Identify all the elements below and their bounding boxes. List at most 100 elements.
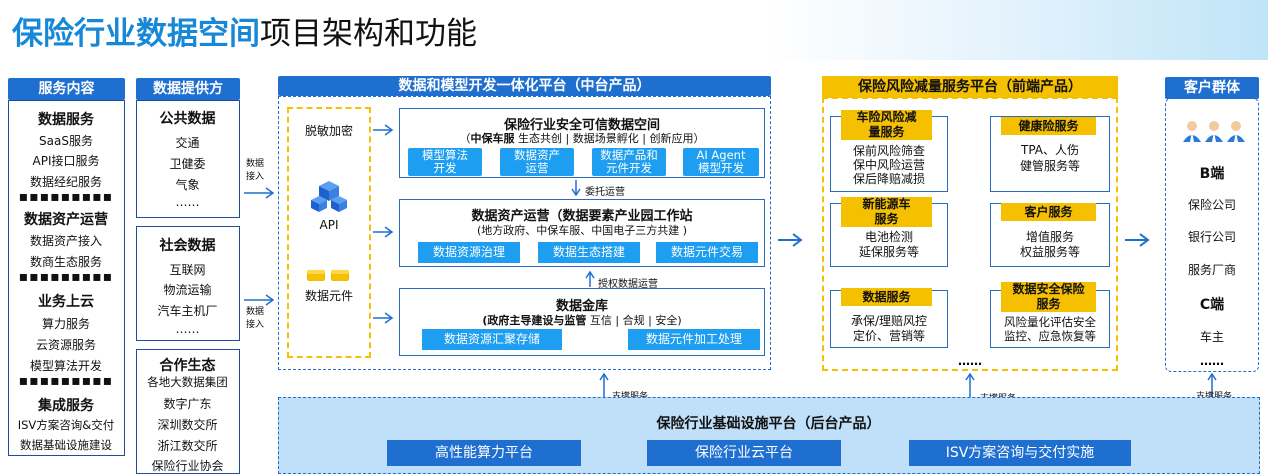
service-card-line: 保后降赔减损: [852, 172, 925, 186]
list-item: SaaS服务: [39, 134, 93, 148]
pill-resource-gov: 数据资源治理: [418, 242, 520, 263]
c-segment-label: C端: [1199, 297, 1225, 313]
customer-item: 银行公司: [1187, 230, 1236, 244]
arrow-right-icon: [244, 187, 275, 199]
base-platform-panel: 保险行业基础设施平台（后台产品） 高性能算力平台 保险行业云平台 ISV方案咨询…: [278, 397, 1260, 474]
customer-item: 车主: [1199, 330, 1224, 344]
arrow-up-icon: [599, 372, 609, 398]
service-card-line: TPA、人伤: [1020, 143, 1079, 157]
pill-ai-agent: AI Agent 模型开发: [683, 148, 759, 176]
partner-eco-panel: 合作生态 各地大数据集团 数字广东 深圳数交所 浙江数交所 保险行业协会: [136, 349, 240, 474]
data-vault-box: 数据金库 (政府主导建设与监管 互信 | 合规 | 安全) 数据资源汇聚存储 数…: [399, 288, 765, 356]
list-item: ……: [175, 195, 200, 209]
desensitize-label: 脱敏加密: [304, 124, 353, 138]
service-card-line: 定价、营销等: [852, 329, 925, 343]
separator-dots: ▪▪▪▪▪▪▪▪▪: [18, 269, 114, 285]
list-item: 交通: [175, 136, 200, 150]
asset-ops-subtitle: (地方政府、中保车服、中国电子三方共建 ): [476, 224, 688, 237]
customer-item: 保险公司: [1187, 198, 1236, 212]
list-item: 数据经纪服务: [29, 175, 102, 189]
group-title: 集成服务: [38, 398, 94, 414]
arrow-right-icon: [244, 294, 275, 306]
base-bar-compute: 高性能算力平台: [387, 440, 581, 466]
providers-header: 数据提供方: [136, 78, 240, 100]
list-item: 数字广东: [163, 397, 212, 411]
list-item: 数据基础设施建设: [20, 438, 112, 452]
group-title: 社会数据: [159, 238, 216, 254]
service-card-badge: 车险风险减 量服务: [841, 110, 932, 140]
data-element-icon: [307, 270, 349, 281]
data-space-subtitle: （中保车服 生态共创 | 数据场景孵化 | 创新应用）: [459, 132, 705, 145]
pill-asset-ops: 数据资产 运营: [500, 148, 574, 176]
access-label: 数据 接入: [246, 307, 265, 330]
base-platform-title: 保险行业基础设施平台（后台产品）: [656, 416, 881, 432]
pill-model-dev: 模型算法 开发: [408, 148, 482, 176]
service-card-line: 保前风险筛查: [852, 144, 925, 158]
asset-ops-box: 数据资产运营（数据要素产业园工作站 (地方政府、中保车服、中国电子三方共建 ) …: [399, 199, 765, 267]
public-data-panel: 公共数据 交通 卫健委 气象 ……: [136, 100, 240, 218]
data-space-box: 保险行业安全可信数据空间 （中保车服 生态共创 | 数据场景孵化 | 创新应用）…: [399, 108, 765, 178]
pill-resource-store: 数据资源汇聚存储: [422, 329, 562, 350]
list-item: 物流运输: [163, 283, 212, 297]
service-card-line: 保中风险运营: [852, 158, 925, 172]
service-card-line: 风险量化评估安全: [1004, 315, 1096, 329]
arrow-down-icon: [571, 180, 581, 197]
list-item: ……: [175, 322, 200, 336]
users-icon: [1183, 121, 1245, 142]
asset-ops-title: 数据资产运营（数据要素产业园工作站: [471, 209, 693, 224]
data-element-label: 数据元件: [304, 289, 353, 303]
service-card-badge: 数据服务: [841, 288, 932, 306]
pill-eco-build: 数据生态搭建: [538, 242, 640, 263]
list-item: 深圳数交所: [157, 418, 218, 432]
list-item: 卫健委: [169, 157, 206, 171]
front-platform-header: 保险风险减量服务平台（前端产品）: [822, 76, 1118, 98]
list-item: 数据资产接入: [29, 234, 102, 248]
customer-item: 服务厂商: [1187, 263, 1236, 277]
list-item: 互联网: [169, 263, 206, 277]
mid-platform-header: 数据和模型开发一体化平台（中台产品）: [278, 76, 771, 96]
services-header: 服务内容: [8, 78, 125, 100]
list-item: ISV方案咨询&交付: [17, 418, 115, 432]
list-item: 汽车主机厂: [157, 304, 218, 318]
arrow-label: 授权数据运营: [598, 279, 658, 290]
arrow-right-icon: [778, 233, 803, 247]
desensitize-panel: 脱敏加密 API 数据元件: [287, 107, 371, 358]
service-card-badge: 数据安全保险 服务: [1001, 282, 1096, 312]
services-panel: 数据服务 SaaS服务 API接口服务 数据经纪服务 ▪▪▪▪▪▪▪▪▪ 数据资…: [8, 100, 125, 456]
list-item: 云资源服务: [35, 338, 96, 352]
more-dots: ……: [1200, 354, 1224, 368]
service-card-badge: 客户服务: [1001, 203, 1096, 221]
service-card-line: 权益服务等: [1019, 245, 1080, 259]
list-item: API接口服务: [32, 154, 100, 168]
list-item: 浙江数交所: [157, 439, 218, 453]
service-card-line: 增值服务: [1025, 230, 1074, 244]
service-card-line: 承保/理赔风控: [850, 314, 928, 328]
data-vault-subtitle: (政府主导建设与监管 互信 | 合规 | 安全): [482, 314, 682, 327]
group-title: 数据服务: [38, 112, 94, 128]
title-band: [0, 0, 1268, 60]
group-title: 数据资产运营: [24, 212, 108, 228]
base-bar-isv: ISV方案咨询与交付实施: [909, 440, 1131, 466]
service-card-line: 健管服务等: [1019, 159, 1080, 173]
group-title: 合作生态: [159, 358, 216, 374]
group-title: 业务上云: [38, 294, 94, 310]
customers-header: 客户群体: [1165, 77, 1259, 99]
separator-dots: ▪▪▪▪▪▪▪▪▪: [18, 373, 114, 389]
api-label: API: [319, 218, 339, 232]
service-card-badge: 新能源车 服务: [841, 197, 932, 227]
arrow-up-icon: [585, 270, 595, 287]
b-segment-label: B端: [1199, 166, 1225, 182]
separator-dots: ▪▪▪▪▪▪▪▪▪: [18, 189, 114, 205]
customers-panel: B端 保险公司 银行公司 服务厂商 C端 车主 ……: [1165, 98, 1259, 372]
service-card-line: 电池检测: [864, 230, 913, 244]
arrow-right-icon: [1125, 233, 1150, 247]
cube-icon: [311, 181, 347, 212]
list-item: 算力服务: [41, 317, 90, 331]
pill-product-dev: 数据产品和 元件开发: [592, 148, 666, 176]
list-item: 保险行业协会: [151, 459, 224, 473]
page-title: 保险行业数据空间项目架构和功能: [12, 16, 477, 52]
list-item: 气象: [175, 178, 200, 192]
pill-element-process: 数据元件加工处理: [628, 329, 760, 350]
list-item: 模型算法开发: [29, 359, 102, 373]
service-card-line: 监控、应急恢复等: [1004, 329, 1096, 343]
